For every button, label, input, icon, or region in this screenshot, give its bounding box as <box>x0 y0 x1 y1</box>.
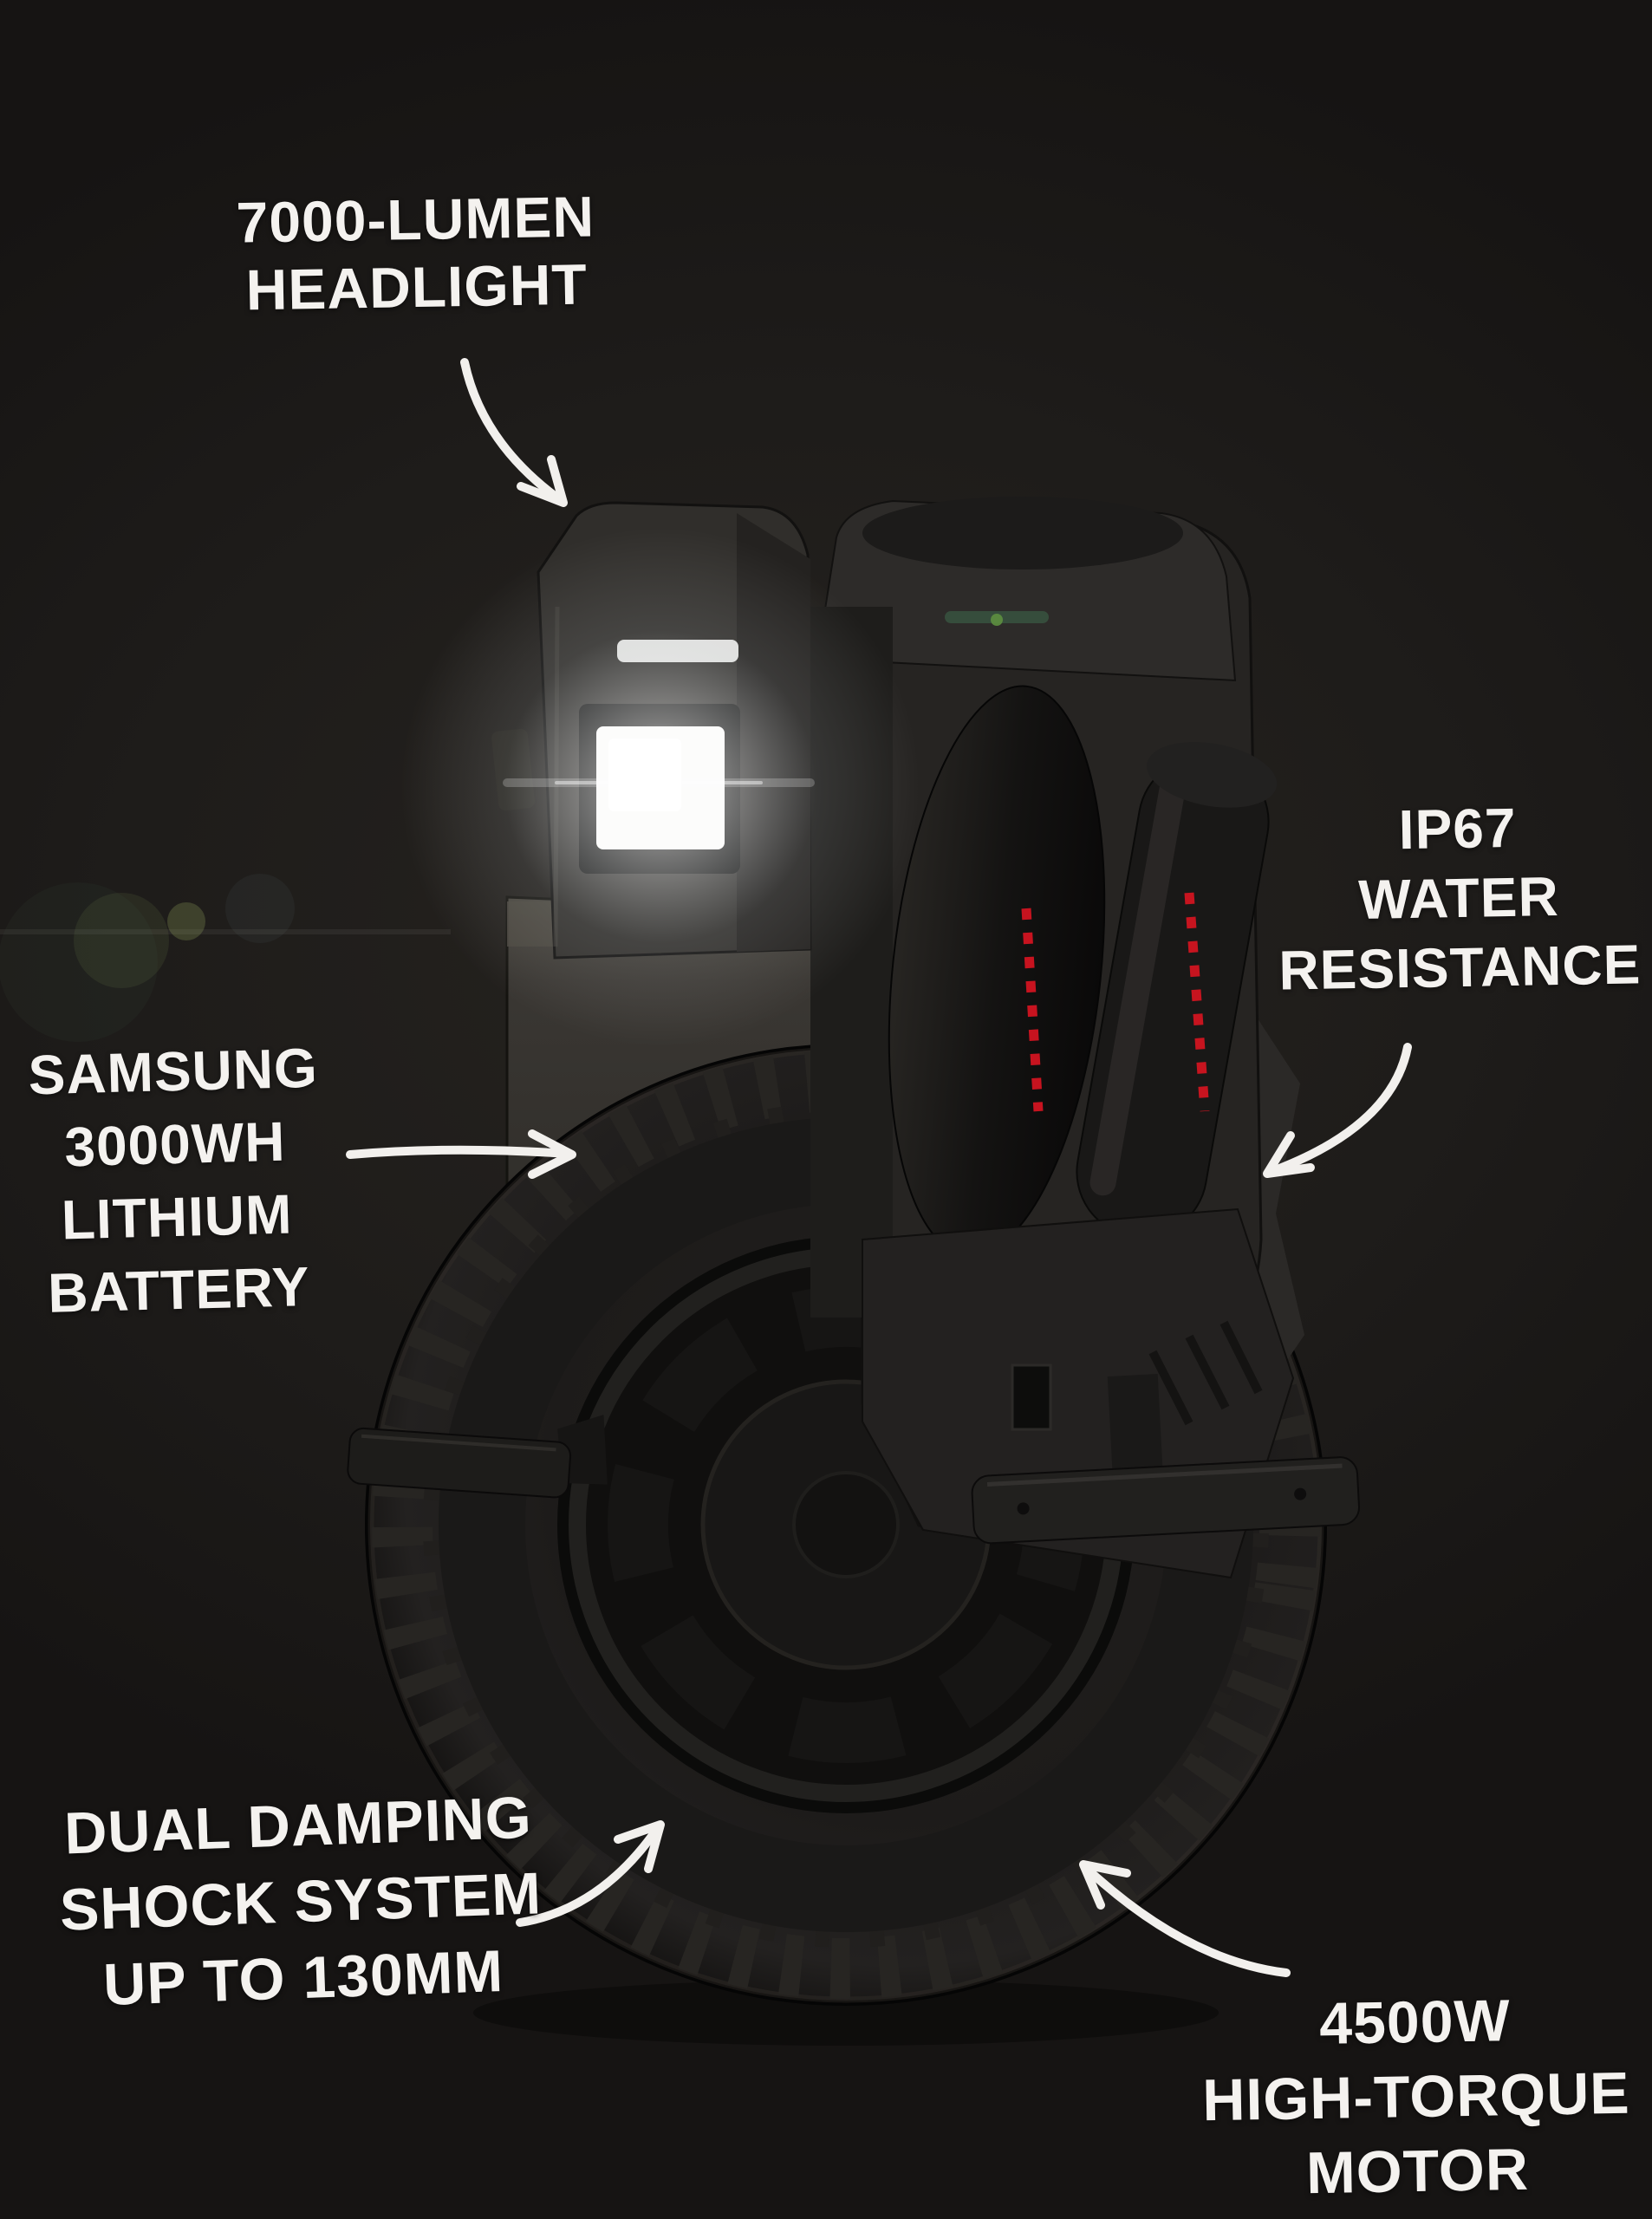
label-line: SAMSUNG <box>27 1036 319 1107</box>
arrow-headlight <box>460 358 568 507</box>
label-line: RESISTANCE <box>1278 933 1642 1002</box>
arrow-battery <box>346 1129 576 1179</box>
label-water-resistance: IP67 WATER RESISTANCE <box>1253 791 1652 1005</box>
label-line: BATTERY <box>47 1255 311 1324</box>
charge-port <box>1011 1363 1052 1431</box>
arrow-motor <box>1079 1860 1291 1977</box>
arrow-shock <box>516 1820 665 1927</box>
left-pedal <box>347 1415 608 1499</box>
lens-flare <box>0 874 451 1042</box>
label-line: IP67 <box>1398 796 1518 862</box>
label-line: HEADLIGHT <box>245 251 589 322</box>
label-line: WATER <box>1357 864 1560 932</box>
red-accent-dots <box>1021 892 1210 1112</box>
label-line: 7000-LUMEN <box>235 184 595 255</box>
callout-arrows <box>346 358 1412 1977</box>
handle-grip <box>1076 742 1278 1238</box>
right-pedal <box>971 1374 1361 1545</box>
label-battery: SAMSUNG 3000WH LITHIUM BATTERY <box>12 1031 341 1331</box>
label-line: 3000WH <box>63 1110 287 1179</box>
arrow-water-resistance <box>1263 1043 1412 1178</box>
label-line: LITHIUM <box>60 1182 294 1252</box>
body-front <box>347 497 1361 1579</box>
label-shock-system: DUAL DAMPING SHOCK SYSTEM UP TO 130MM <box>50 1779 552 2025</box>
label-headlight: 7000-LUMEN HEADLIGHT <box>194 182 639 325</box>
label-motor: 4500W HIGH-TORQUE MOTOR <box>1187 1981 1645 2212</box>
vent-slashes <box>1148 1320 1263 1426</box>
spokes <box>608 1286 1084 1763</box>
label-line: 4500W <box>1318 1988 1512 2057</box>
label-line: MOTOR <box>1305 2136 1530 2207</box>
top-pad <box>862 497 1183 569</box>
label-line: HIGH-TORQUE <box>1201 2060 1631 2134</box>
ground-shadow <box>473 1980 1219 2046</box>
power-led <box>991 614 1003 626</box>
